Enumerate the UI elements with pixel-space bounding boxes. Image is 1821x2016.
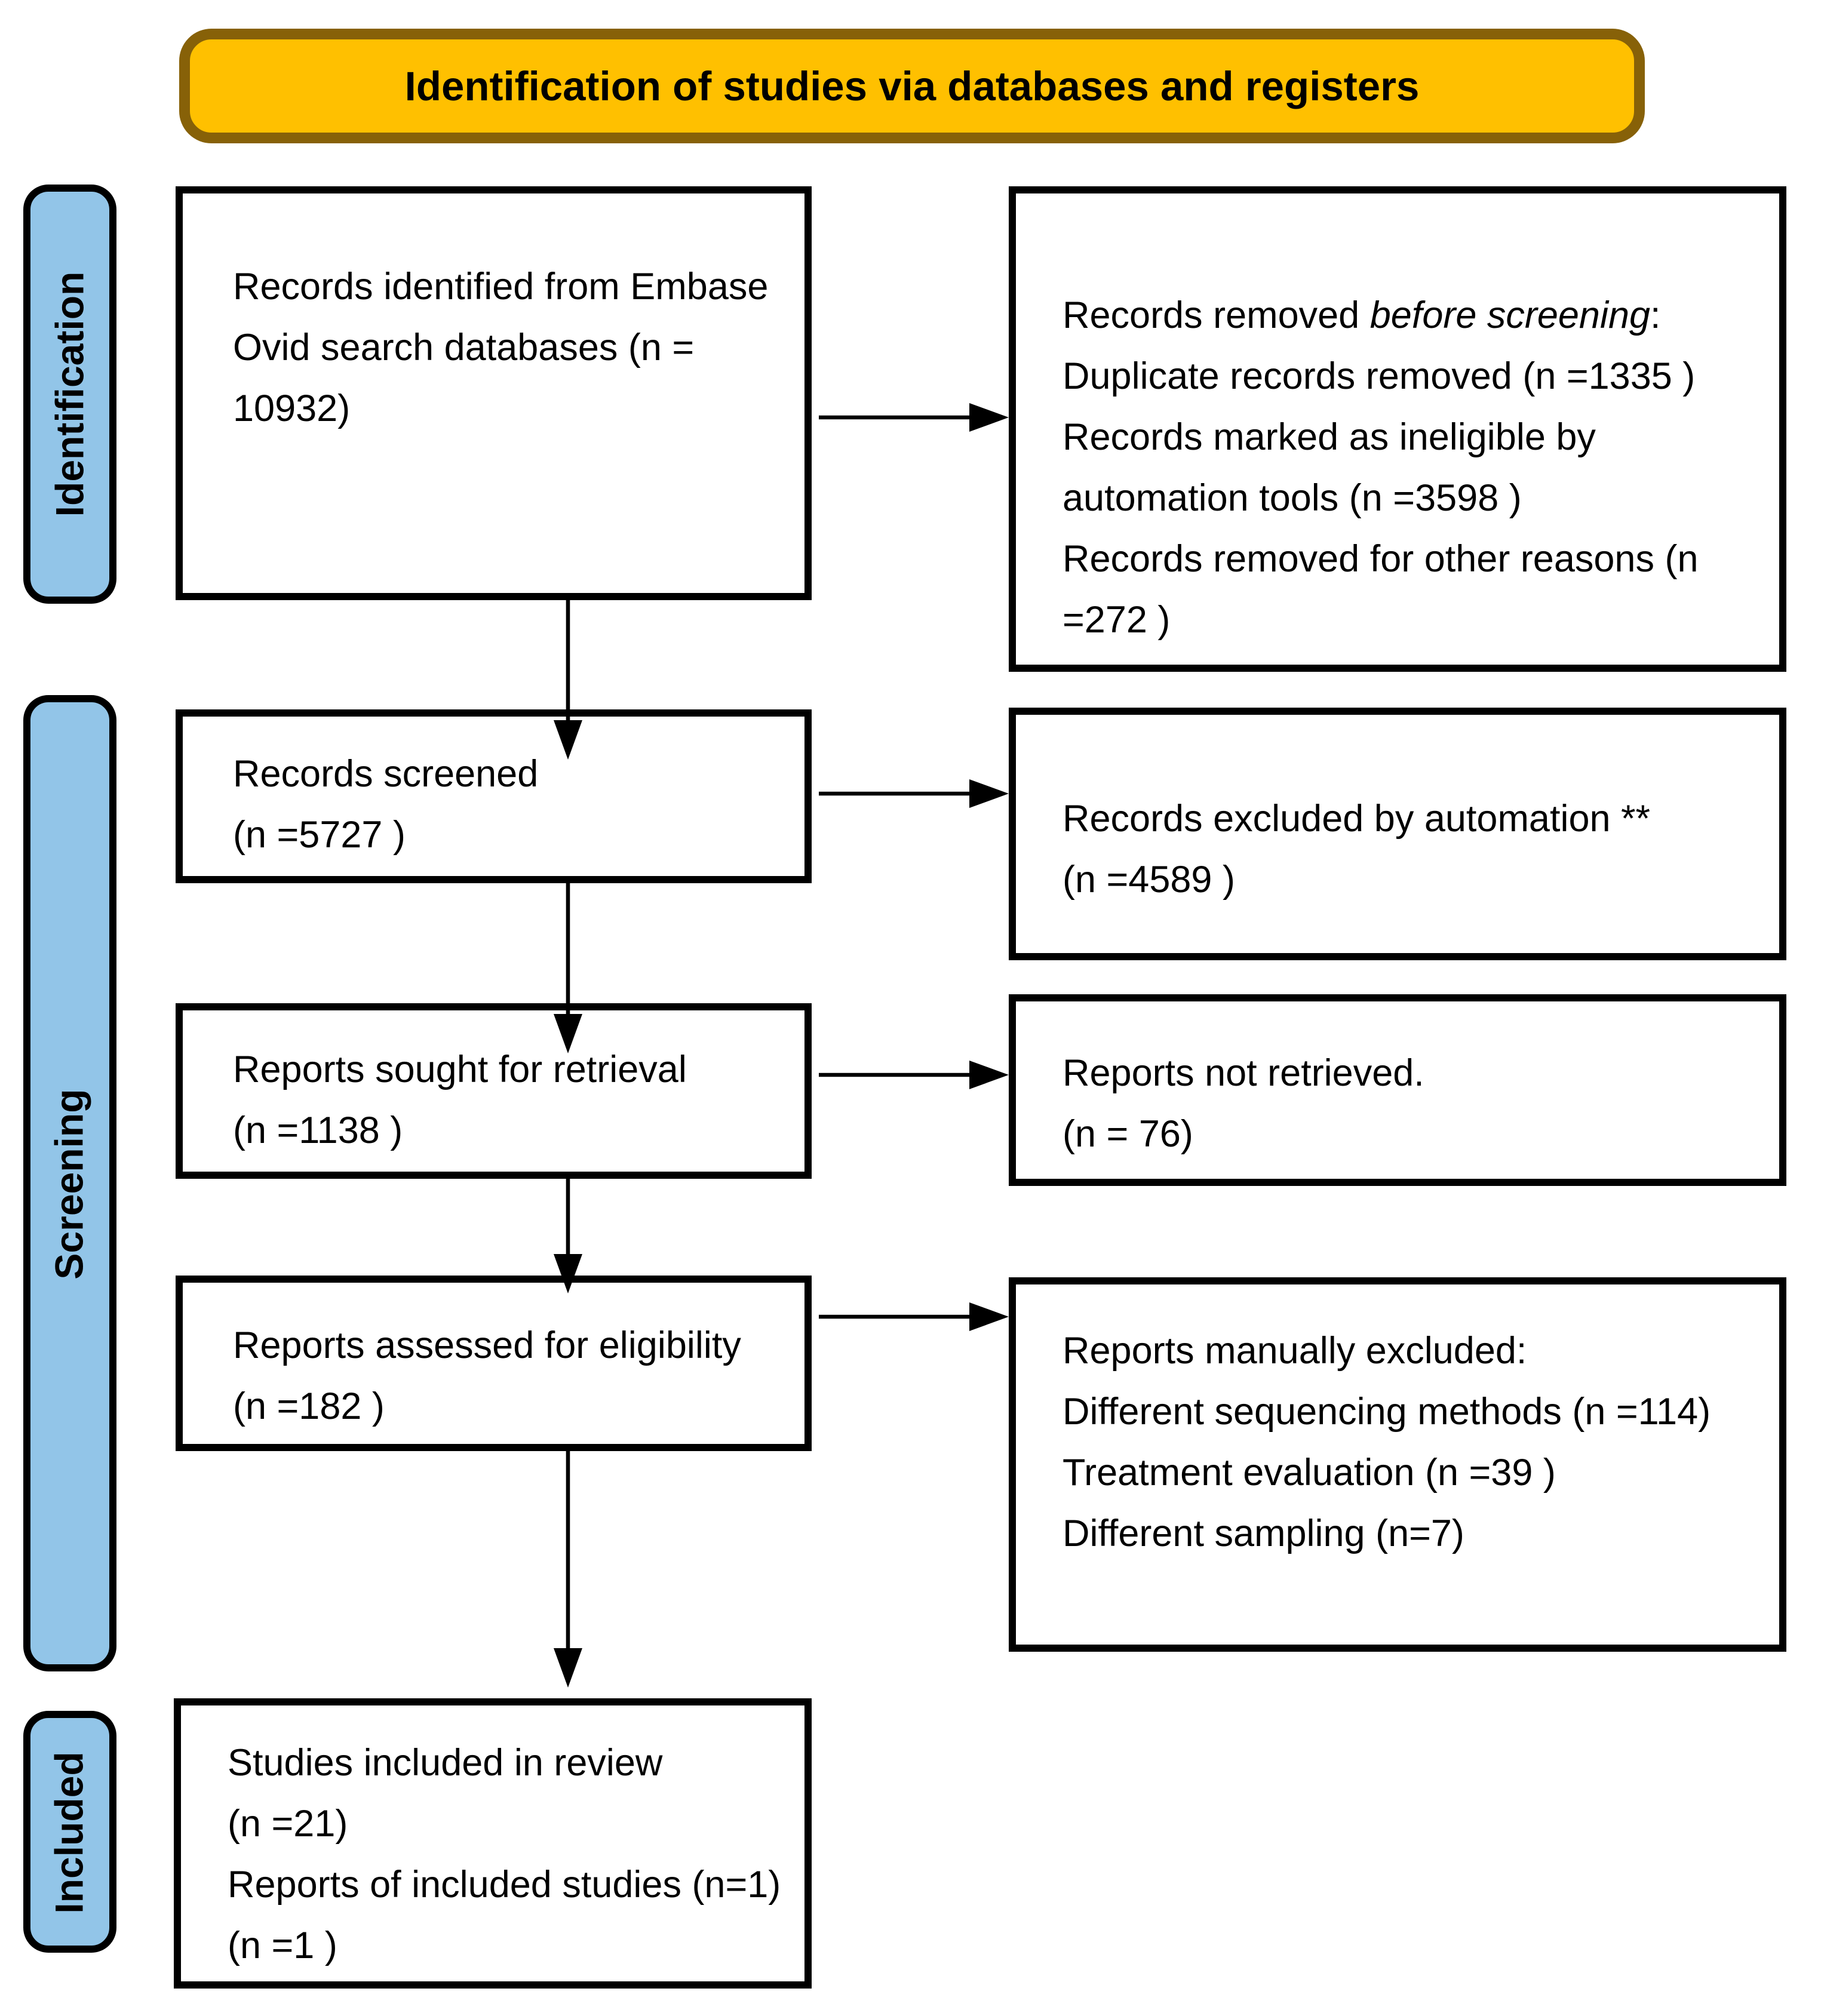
box-text-line: (n =1 ) [228,1926,337,1967]
box-text-line: (n =1138 ) [233,1111,403,1152]
box-text-line: Ovid search databases (n = [233,328,695,369]
box-text-line: Records identified from Embase [233,267,769,308]
diagram-title: Identification of studies via databases … [404,62,1420,109]
stage-label-screening: Screening [23,695,116,1671]
box-text-line: Duplicate records removed (n =1335 ) [1062,357,1696,398]
box-text-line: Reports of included studies (n=1) [228,1865,781,1906]
stage-label-screening-text: Screening [47,1087,91,1279]
diagram-title-banner: Identification of studies via databases … [179,29,1645,143]
box-text-line: (n =182 ) [233,1387,385,1428]
box-text-line: Reports manually excluded: [1062,1331,1527,1372]
box-text-line: Treatment evaluation (n =39 ) [1062,1453,1556,1494]
box-text-line: Records screened [233,754,539,795]
box-text-line: (n =4589 ) [1062,860,1235,901]
box-records-screened: Records screened (n =5727 ) [176,709,812,883]
box-reports-assessed-for-eligibility: Reports assessed for eligibility (n =182 … [176,1276,812,1451]
stage-label-identification-text: Identification [47,271,92,517]
box-text-line: =272 ) [1062,600,1171,641]
box-text-line: Different sampling (n=7) [1062,1514,1464,1555]
box-text-line: (n =5727 ) [233,815,406,856]
box-records-excluded-by-automation: Records excluded by automation ** (n =458… [1009,708,1786,960]
box-text-line: 10932) [233,389,351,430]
box-text-line: (n =21) [228,1804,348,1845]
box-text-line: Reports sought for retrieval [233,1050,687,1091]
box-text-line: Studies included in review [228,1743,663,1784]
box-text-line: Reports assessed for eligibility [233,1326,741,1367]
stage-label-included: Included [23,1711,116,1953]
box-text-line: Records removed before screening: [1062,296,1661,337]
box-studies-included-in-review: Studies included in review (n =21) Reports… [174,1698,812,1989]
stage-label-identification: Identification [23,185,116,604]
box-text-line: Records marked as ineligible by [1062,417,1596,459]
box-text-line: Records removed for other reasons (n [1062,539,1699,580]
box-records-removed-before-screening: Records removed before screening: Duplica… [1009,186,1786,672]
box-text-line: Reports not retrieved. [1062,1053,1424,1095]
box-reports-sought-for-retrieval: Reports sought for retrieval (n =1138 ) [176,1003,812,1179]
box-text-line: Records excluded by automation ** [1062,799,1651,840]
arrow-screened-to-excluded-automation [818,779,1009,808]
box-text-line: Different sequencing methods (n =114) [1062,1392,1711,1433]
arrow-assessed-to-manually-excluded [818,1302,1009,1331]
box-reports-manually-excluded: Reports manually excluded: Different sequ… [1009,1277,1786,1652]
box-text-line: automation tools (n =3598 ) [1062,478,1522,520]
arrow-sought-to-not-retrieved [818,1060,1009,1089]
stage-label-included-text: Included [47,1750,92,1913]
box-reports-not-retrieved: Reports not retrieved. (n = 76) [1009,994,1786,1186]
arrow-identified-to-removed [818,402,1009,432]
box-text-line: (n = 76) [1062,1114,1193,1155]
arrow-assessed-to-included [553,1450,582,1688]
